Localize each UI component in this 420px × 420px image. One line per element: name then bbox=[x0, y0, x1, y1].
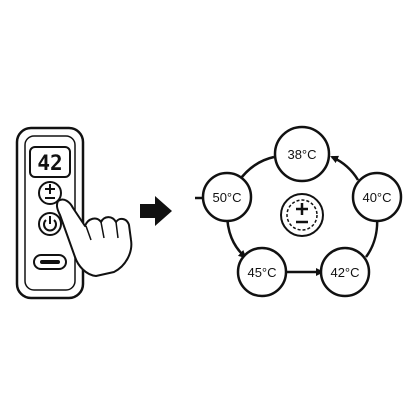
plus-minus-button[interactable] bbox=[38, 181, 62, 205]
step-node-50: 50°C bbox=[201, 171, 253, 223]
step-node-40: 40°C bbox=[351, 171, 403, 223]
step-label: 50°C bbox=[212, 190, 241, 205]
temperature-display: 42 bbox=[29, 146, 71, 178]
temperature-cycle: 38°C 40°C 42°C 45°C 50°C bbox=[195, 125, 403, 298]
step-node-45: 45°C bbox=[236, 246, 288, 298]
step-label: 42°C bbox=[330, 265, 359, 280]
power-button[interactable] bbox=[38, 212, 62, 236]
cycle-arc-40-38 bbox=[330, 155, 360, 181]
transition-arrow-icon bbox=[140, 196, 172, 226]
step-label: 45°C bbox=[247, 265, 276, 280]
step-node-42: 42°C bbox=[319, 246, 371, 298]
plus-minus-icon bbox=[296, 203, 308, 224]
power-icon bbox=[43, 216, 57, 232]
hand-pointer-icon bbox=[55, 198, 133, 277]
center-plus-minus-button bbox=[280, 193, 324, 237]
step-label: 40°C bbox=[362, 190, 391, 205]
usb-port bbox=[33, 254, 67, 270]
step-node-38: 38°C bbox=[273, 125, 331, 183]
plus-minus-icon bbox=[45, 184, 55, 199]
step-label: 38°C bbox=[287, 147, 316, 162]
display-value: 42 bbox=[37, 151, 62, 175]
